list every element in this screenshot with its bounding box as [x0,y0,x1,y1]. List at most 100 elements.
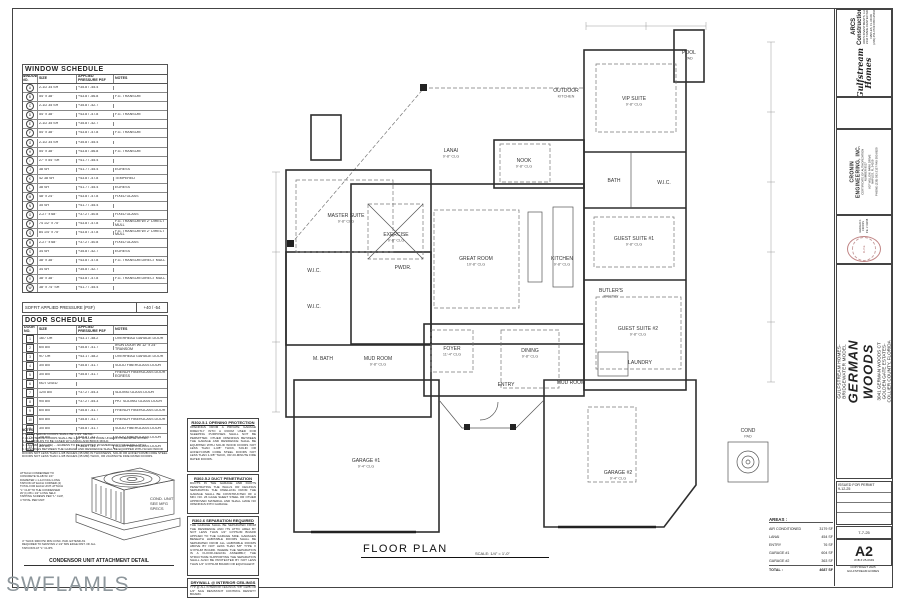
titleblock-date: 7-7-25 [836,526,892,539]
svg-text:SEE MFG: SEE MFG [150,501,168,506]
area-total: TOTAL :4687 SF [769,565,833,574]
arcs-address-line: (239) 254-0769 CBC1256968 [872,9,877,45]
titleblock-separator [834,8,835,586]
condenser-attach-note: ATTACH CONDENSER TO CONCRETE SLAB W/ 1/4… [20,471,64,502]
pe-seal: FL P.E. [847,235,881,262]
window-schedule-title: WINDOW SCHEDULE [23,65,167,75]
titleblock-project: GULFSTREAM HOMES- BRIDGEWATER MODEL GERM… [836,264,892,479]
door-notes: NOTES: 1. ALL EXTERIOR DOORS SHALL BE 1-… [22,428,168,459]
door-schedule: DOOR SCHEDULE DOOR NO. SIZE APPLIED PRES… [22,315,168,452]
room-label: LAUNDRY [628,360,652,366]
room-label: W.I.C. [307,304,321,310]
project-name: GERMAN WOODS [845,339,876,404]
job-number: JOB # 25-0649 [853,557,875,562]
plan-title: FLOOR PLAN [363,543,448,555]
watermark: SWFLAMLS [6,573,130,596]
code-note-title: DRYWALL @ INTERIOR CEILINGS [190,580,256,585]
gulfstream-logo: Gulfstream Homes [855,48,873,97]
door-schedule-title: DOOR SCHEDULE [23,316,167,326]
svg-text:COND. UNIT: COND. UNIT [150,496,174,501]
titleblock-engineer: CRONIN ENGINEERING, INC. CERTIFICATE OF … [836,129,892,215]
areas-title: AREAS : [769,517,833,523]
cronin-address-line: PHONE (239) 593-2157 FAX 593-8829 [874,147,879,197]
permit-issue: ISSUED FOR PERMIT 9-12-25 [837,482,891,493]
svg-text:SPECS: SPECS [150,506,164,511]
titleblock-revisions: ISSUED FOR PERMIT 9-12-25 [836,481,892,525]
code-note-body: OPENINGS FROM A PRIVATE GARAGE DIRECTLY … [190,425,256,461]
condenser-pad-note: 4" THICK 3000 PSI MIN CONC. PAD. EXTEND … [22,539,96,550]
room-label: W.I.C. [657,180,671,186]
sheet-border [12,8,893,588]
soffit-pressure: SOFFIT APPLIED PRESSURE (PSF) +40 / -54 [22,302,168,313]
plan-title-underline [361,557,549,558]
copyright: COPYRIGHT 2025 GULFSTREAM HOMES [846,565,880,573]
condenser-detail-drawing: COND. UNIT SEE MFG SPECS [75,467,181,541]
room-label: MUD ROOM [557,380,585,386]
titleblock-sheet: A2 JOB # 25-0649 [836,539,892,566]
window-schedule: WINDOW SCHEDULE WINDOW NO. SIZE APPLIED … [22,64,168,294]
door-note-item: 4. 1 ALARM (ESCAPE) - - EGRESS TO BE EQU… [22,443,147,447]
titleblock-seal: FL P.E. GERALD F. CRONIN P.E. # 31158 [836,215,892,264]
room-label: ENTRY [498,382,516,388]
code-note-body: THE GARAGE SHALL BE SEPARATED FROM THE R… [190,523,256,566]
door-note-item: 2. ALL INTERIOR DOORS SHALL BE 1-3/8" HO… [22,435,149,440]
code-note-title: R302.6 SEPARATION REQUIRED [192,518,254,523]
plan-scale: SCALE: 1/4" = 1'-0" [475,551,510,556]
door-note-item: 1. ALL EXTERIOR DOORS SHALL BE 1-3/4" ME… [22,431,94,436]
room-label: W.I.C. [307,268,321,274]
code-note-title: R302.5.2 DUCT PENETRATION [194,476,252,481]
door-schedule-header: DOOR NO. SIZE APPLIED PRESSURE PSF NOTES [23,326,167,335]
code-note-title: R302.5.1 OPENING PROTECTION [191,420,255,425]
